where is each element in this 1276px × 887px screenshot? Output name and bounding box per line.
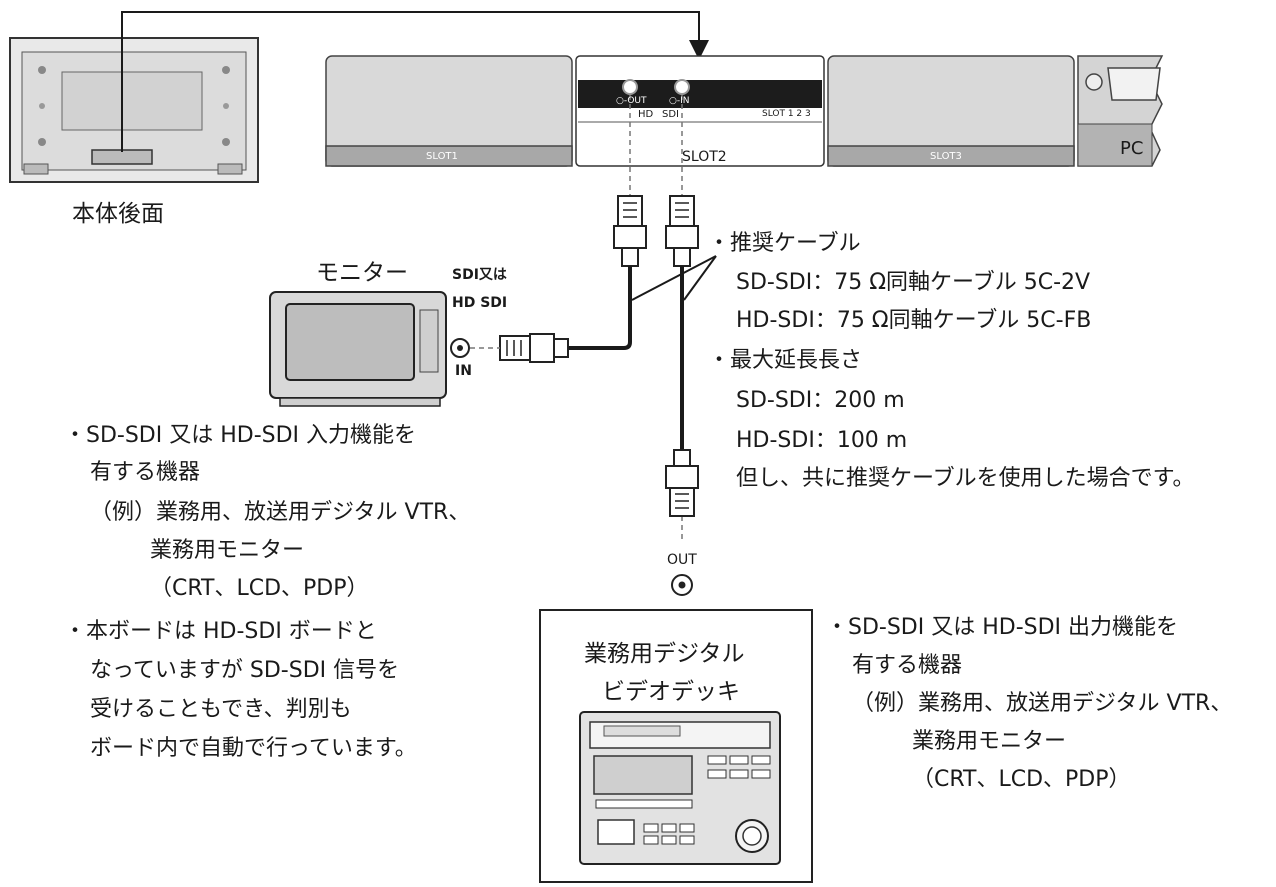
input-device-example-1: （例）業務用、放送用デジタル VTR、 bbox=[90, 500, 471, 525]
display-rear-panel bbox=[9, 37, 259, 183]
cable-note-title: ・推奨ケーブル bbox=[708, 231, 861, 256]
rear-panel-label: 本体後面 bbox=[72, 201, 164, 227]
video-deck-device bbox=[579, 711, 781, 865]
monitor-device bbox=[269, 291, 447, 407]
bnc-plug-monitor bbox=[499, 333, 569, 363]
slot2-label: SLOT2 bbox=[682, 149, 727, 165]
deck-label-1: 業務用デジタル bbox=[584, 641, 745, 667]
pc-terminal-panel bbox=[1077, 55, 1164, 167]
board-in-label: ○-IN bbox=[669, 96, 690, 106]
cable-note-sd: SD-SDI：75 Ω同軸ケーブル 5C-2V bbox=[736, 270, 1091, 295]
input-device-note-2: 有する機器 bbox=[90, 460, 201, 485]
deck-label-2: ビデオデッキ bbox=[602, 679, 740, 705]
length-note-title: ・最大延長長さ bbox=[708, 348, 863, 373]
input-device-note-1: ・SD-SDI 又は HD-SDI 入力機能を bbox=[64, 423, 417, 448]
sdi-or-label: SDI又は bbox=[452, 267, 507, 283]
bnc-plug-deck bbox=[665, 449, 699, 517]
input-device-example-2: 業務用モニター bbox=[150, 538, 305, 563]
board-note-2: なっていますが SD-SDI 信号を bbox=[90, 658, 400, 683]
board-sdi-label: SDI bbox=[662, 109, 679, 120]
board-note-4: ボード内で自動で行っています。 bbox=[90, 736, 417, 761]
output-device-example-3: （CRT、LCD、PDP） bbox=[912, 767, 1131, 792]
length-note-condition: 但し、共に推奨ケーブルを使用した場合です。 bbox=[736, 466, 1195, 491]
location-arrow bbox=[121, 11, 709, 152]
board-note-3: 受けることもでき、判別も bbox=[90, 697, 352, 722]
output-device-example-2: 業務用モニター bbox=[912, 729, 1067, 754]
cable-note-hd: HD-SDI：75 Ω同軸ケーブル 5C-FB bbox=[736, 308, 1092, 333]
output-device-note-1: ・SD-SDI 又は HD-SDI 出力機能を bbox=[826, 615, 1179, 640]
out-label: OUT bbox=[667, 552, 697, 568]
board-hd-label: HD bbox=[638, 109, 654, 120]
slot3-label: SLOT3 bbox=[930, 151, 962, 162]
board-out-label: ○-OUT bbox=[616, 96, 647, 106]
hd-sdi-label: HD SDI bbox=[452, 295, 508, 311]
monitor-label: モニター bbox=[316, 260, 408, 286]
board-slot-id: SLOT 1 2 3 bbox=[762, 109, 811, 119]
output-device-example-1: （例）業務用、放送用デジタル VTR、 bbox=[852, 691, 1233, 716]
output-device-note-2: 有する機器 bbox=[852, 653, 963, 678]
length-note-hd: HD-SDI：100 m bbox=[736, 428, 908, 453]
length-note-sd: SD-SDI：200 m bbox=[736, 388, 905, 413]
slot1-label: SLOT1 bbox=[426, 151, 458, 162]
in-label: IN bbox=[455, 363, 472, 379]
board-note-1: ・本ボードは HD-SDI ボードと bbox=[64, 619, 377, 644]
pc-label: PC bbox=[1120, 138, 1144, 159]
bnc-plug-in bbox=[665, 195, 699, 267]
bnc-plug-out bbox=[613, 195, 647, 267]
input-device-example-3: （CRT、LCD、PDP） bbox=[150, 576, 369, 601]
cable-to-monitor bbox=[566, 266, 632, 350]
